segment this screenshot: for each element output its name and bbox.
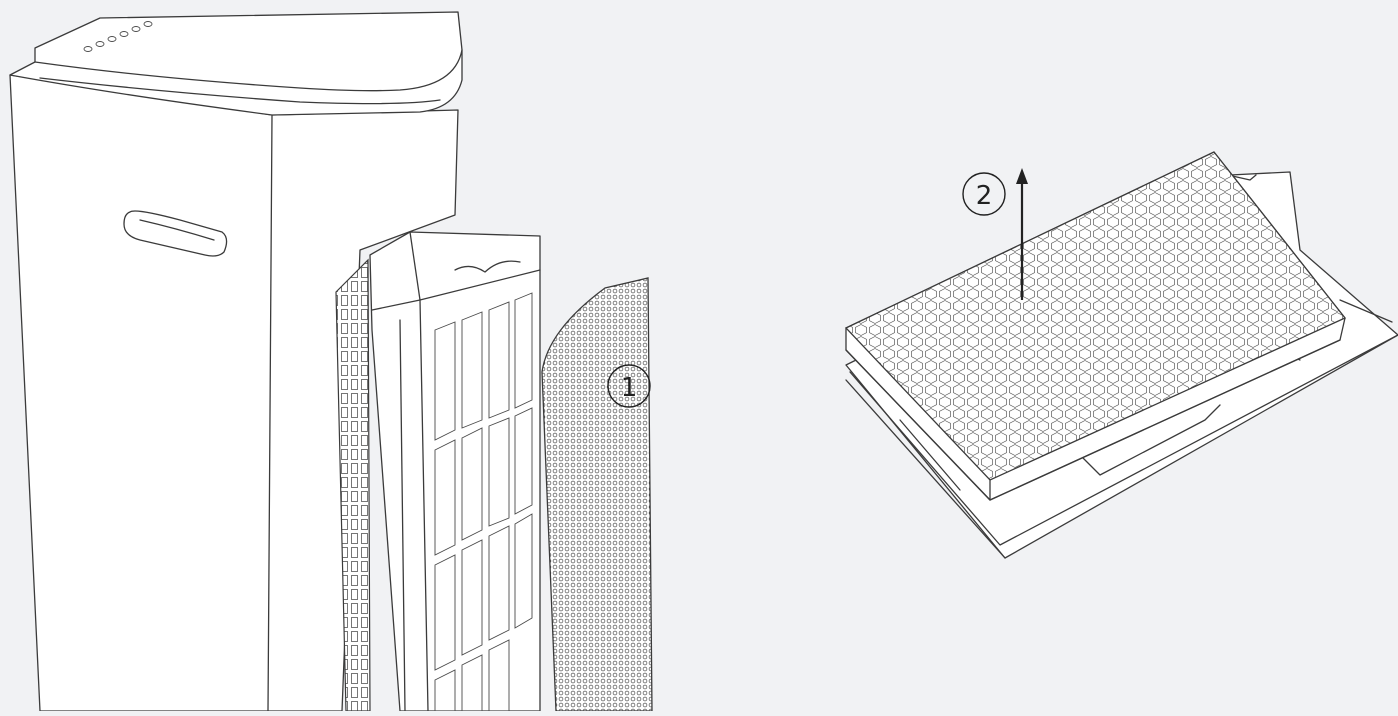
step-number-1: 1 — [621, 373, 638, 403]
honeycomb-filter-surface — [844, 151, 1347, 481]
purifier-top-lid — [9, 11, 463, 116]
step-callout-1: 1 — [607, 364, 651, 408]
step-callout-2: 2 — [962, 172, 1006, 216]
carbon-filter-assembly — [844, 151, 1398, 559]
air-purifier-unit — [9, 11, 653, 712]
control-buttons — [83, 21, 153, 52]
step-number-2: 2 — [976, 181, 993, 211]
lift-arrow — [1016, 168, 1028, 300]
carry-handle — [123, 210, 228, 257]
mesh-pre-filter-panel — [541, 277, 653, 712]
filter-grid — [434, 292, 533, 712]
